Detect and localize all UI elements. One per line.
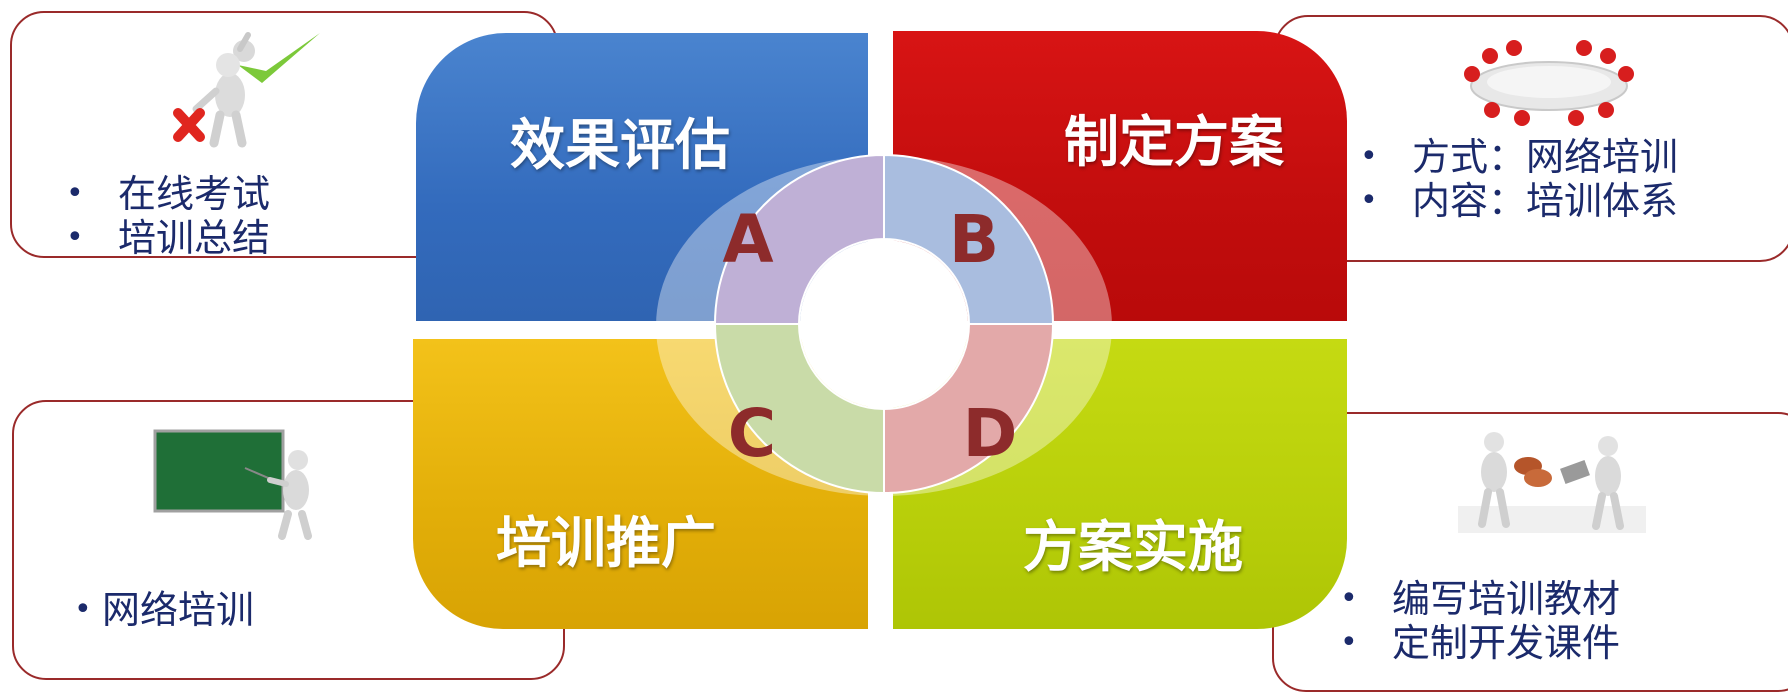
quadrant-label-promote: 培训推广 <box>496 511 717 575</box>
meeting-table-icon <box>1464 40 1634 126</box>
callout-top-right-list: 方式：网络培训 内容：培训体系 <box>1360 135 1678 223</box>
ring-letter-b: B <box>949 201 999 278</box>
list-item: 培训总结 <box>66 216 270 260</box>
quadrant-label-plan: 制定方案 <box>1064 110 1285 174</box>
ring-segment-d <box>883 323 1055 495</box>
person-checkmark-cross-icon <box>173 32 320 148</box>
list-item: 定制开发课件 <box>1340 621 1620 665</box>
callout-bottom-left-list: 网络培训 <box>72 588 254 632</box>
list-item: 编写培训教材 <box>1340 577 1620 621</box>
callout-top-left-list: 在线考试 培训总结 <box>66 172 270 260</box>
list-item: 网络培训 <box>72 588 254 632</box>
quadrant-label-evaluate: 效果评估 <box>510 113 731 177</box>
ring-letter-a: A <box>722 201 773 278</box>
list-item: 方式：网络培训 <box>1360 135 1678 179</box>
ring-segment-b <box>883 153 1055 325</box>
ring-segment-a <box>713 153 885 325</box>
callout-bottom-right-list: 编写培训教材 定制开发课件 <box>1340 577 1620 665</box>
ring-letter-c: C <box>728 395 776 472</box>
list-item: 在线考试 <box>66 172 270 216</box>
ring-center <box>800 240 968 408</box>
list-item: 内容：培训体系 <box>1360 179 1678 223</box>
blackboard-teacher-icon <box>153 429 312 540</box>
ring-segment-c <box>713 323 885 495</box>
center-ring-diagram: A B C D <box>713 153 1055 495</box>
quadrant-label-implement: 方案实施 <box>1023 515 1244 579</box>
exchange-documents-icon <box>1458 432 1646 533</box>
ring-letter-d: D <box>963 395 1018 472</box>
